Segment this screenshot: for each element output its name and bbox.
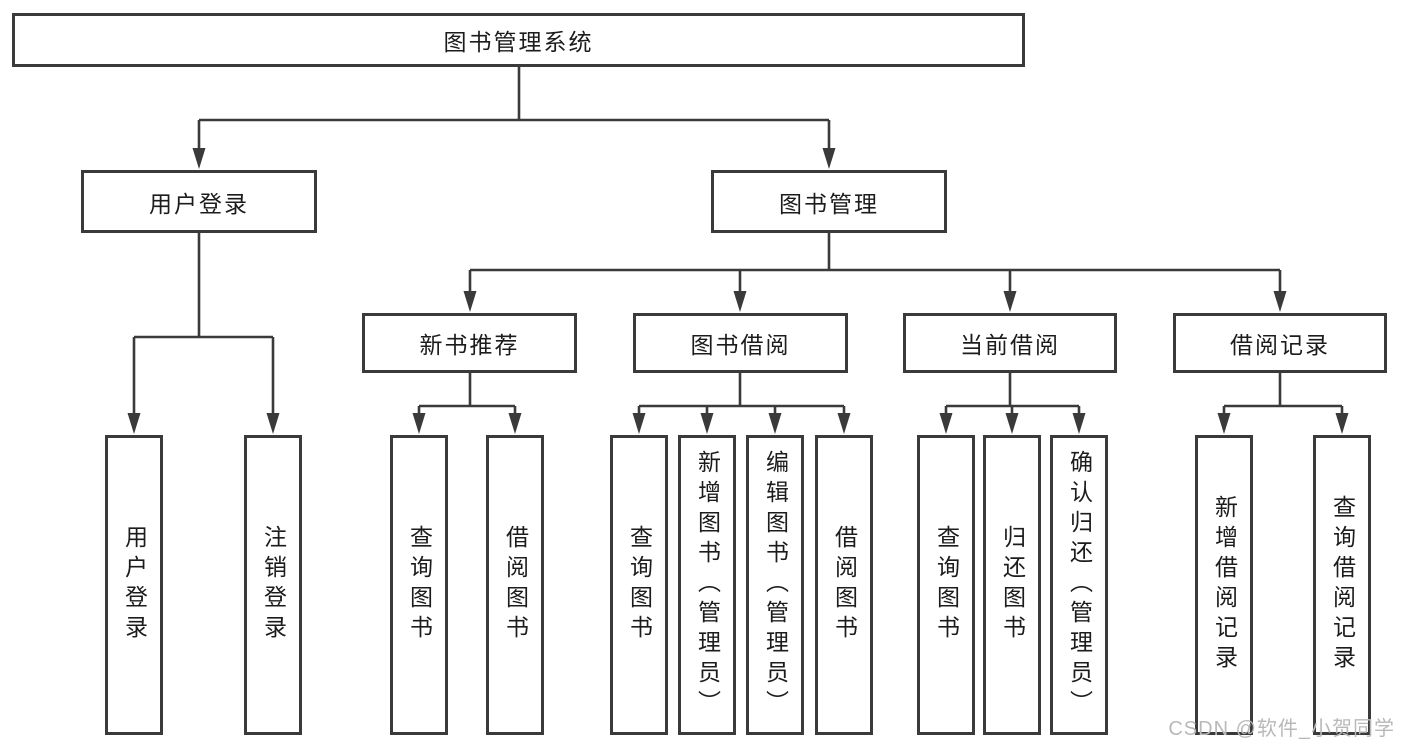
node-book-borrow: 图书借阅 (633, 313, 848, 373)
node-book-management: 图书管理 (711, 170, 947, 233)
node-current-borrow: 当前借阅 (903, 313, 1117, 373)
node-book-borrow-label: 图书借阅 (690, 332, 791, 358)
node-borrow-records: 借阅记录 (1173, 313, 1387, 373)
leaf-current-query-books-label: 查询图书 (933, 525, 960, 645)
leaf-recommend-query-books-label: 查询图书 (406, 525, 433, 645)
leaf-current-query-books: 查询图书 (917, 435, 975, 735)
leaf-query-borrow-record: 查询借阅记录 (1313, 435, 1371, 735)
leaf-recommend-query-books: 查询图书 (390, 435, 448, 735)
leaf-edit-books-admin: 编辑图书（管理员） (746, 435, 804, 735)
leaf-return-books-label: 归还图书 (999, 525, 1026, 645)
leaf-recommend-borrow-books-label: 借阅图书 (502, 525, 529, 645)
leaf-user-login-label: 用户登录 (121, 525, 148, 645)
leaf-recommend-borrow-books: 借阅图书 (486, 435, 544, 735)
leaf-logout: 注销登录 (244, 435, 302, 735)
leaf-edit-books-admin-label: 编辑图书（管理员） (762, 450, 789, 720)
leaf-add-books-admin: 新增图书（管理员） (678, 435, 736, 735)
leaf-user-login: 用户登录 (105, 435, 163, 735)
node-user-login: 用户登录 (81, 170, 317, 233)
leaf-borrow-borrow-books: 借阅图书 (815, 435, 873, 735)
leaf-add-borrow-record-label: 新增借阅记录 (1211, 495, 1238, 675)
node-user-login-label: 用户登录 (149, 190, 249, 217)
leaf-query-borrow-record-label: 查询借阅记录 (1329, 495, 1356, 675)
leaf-confirm-return-admin-label: 确认归还（管理员） (1066, 450, 1093, 720)
leaf-add-books-admin-label: 新增图书（管理员） (694, 450, 721, 720)
leaf-add-borrow-record: 新增借阅记录 (1195, 435, 1253, 735)
node-current-borrow-label: 当前借阅 (960, 332, 1060, 358)
leaf-confirm-return-admin: 确认归还（管理员） (1050, 435, 1108, 735)
leaf-borrow-borrow-books-label: 借阅图书 (831, 525, 858, 645)
node-new-book-recommend: 新书推荐 (362, 313, 577, 373)
node-book-management-label: 图书管理 (779, 190, 879, 217)
node-new-book-recommend-label: 新书推荐 (419, 332, 520, 358)
node-root: 图书管理系统 (12, 13, 1025, 67)
leaf-borrow-query-books: 查询图书 (610, 435, 668, 735)
leaf-borrow-query-books-label: 查询图书 (626, 525, 653, 645)
leaf-logout-label: 注销登录 (260, 525, 287, 645)
csdn-watermark: CSDN @软件_小贺同学 (1168, 718, 1395, 740)
node-root-label: 图书管理系统 (443, 29, 594, 55)
leaf-return-books: 归还图书 (983, 435, 1041, 735)
node-borrow-records-label: 借阅记录 (1230, 332, 1330, 358)
